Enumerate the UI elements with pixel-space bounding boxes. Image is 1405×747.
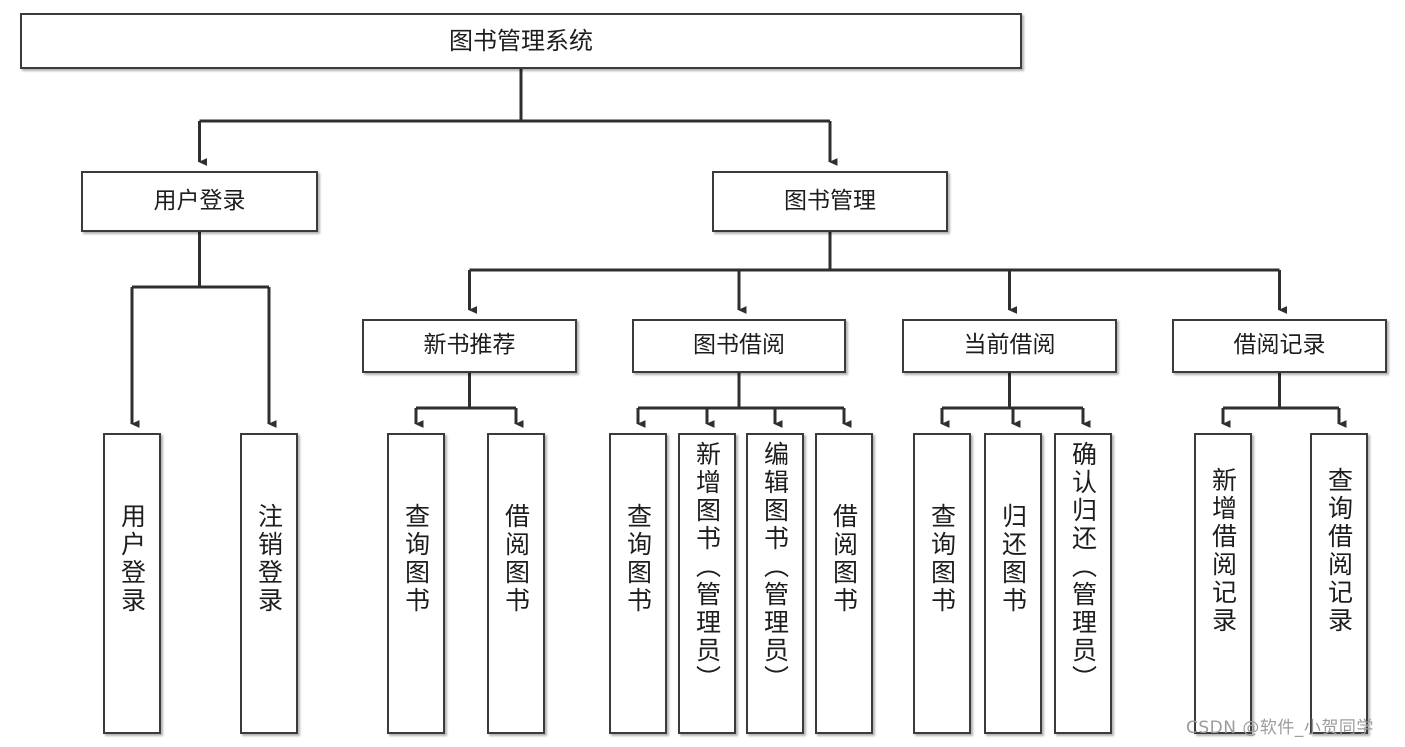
node-leaf-add-record-label: 新增借阅记录	[1208, 467, 1238, 635]
node-user-login-label: 用户登录	[153, 187, 246, 214]
node-leaf-borrow-book-2[interactable]: 借阅图书	[815, 433, 873, 734]
node-leaf-query-record[interactable]: 查询借阅记录	[1310, 433, 1368, 734]
node-current-borrow-label: 当前借阅	[963, 332, 1056, 359]
node-leaf-borrow-book-2-label: 借阅图书	[829, 503, 859, 615]
node-leaf-user-login[interactable]: 用户登录	[103, 433, 161, 734]
node-leaf-edit-book[interactable]: 编辑图书（管理员）	[746, 433, 804, 734]
node-leaf-edit-book-label: 编辑图书（管理员）	[760, 441, 790, 693]
node-leaf-query-book-3[interactable]: 查询图书	[913, 433, 971, 734]
node-leaf-return-book-label: 归还图书	[998, 503, 1028, 615]
node-leaf-add-book-label: 新增图书（管理员）	[692, 441, 722, 693]
node-root-label: 图书管理系统	[449, 26, 593, 55]
node-book-borrow-label: 图书借阅	[693, 332, 785, 359]
node-leaf-query-book-1-label: 查询图书	[401, 503, 431, 615]
node-leaf-query-book-2-label: 查询图书	[623, 503, 653, 615]
watermark-text: CSDN @软件_小贺同学	[1186, 718, 1374, 738]
node-leaf-query-record-label: 查询借阅记录	[1324, 467, 1354, 635]
node-leaf-add-book[interactable]: 新增图书（管理员）	[678, 433, 736, 734]
node-leaf-logout-login-label: 注销登录	[254, 503, 284, 615]
node-book-management-label: 图书管理	[784, 187, 876, 214]
node-borrow-records[interactable]: 借阅记录	[1172, 319, 1387, 373]
node-leaf-query-book-1[interactable]: 查询图书	[387, 433, 445, 734]
node-leaf-confirm-return-label: 确认归还（管理员）	[1068, 441, 1098, 693]
node-borrow-records-label: 借阅记录	[1233, 332, 1326, 359]
node-leaf-borrow-book-1-label: 借阅图书	[501, 503, 531, 615]
node-leaf-add-record[interactable]: 新增借阅记录	[1194, 433, 1252, 734]
node-book-borrow[interactable]: 图书借阅	[632, 319, 846, 373]
node-leaf-logout-login[interactable]: 注销登录	[240, 433, 298, 734]
node-leaf-return-book[interactable]: 归还图书	[984, 433, 1042, 734]
node-root[interactable]: 图书管理系统	[20, 13, 1022, 69]
node-user-login[interactable]: 用户登录	[81, 171, 318, 232]
node-new-book-recommend[interactable]: 新书推荐	[362, 319, 577, 373]
node-leaf-borrow-book-1[interactable]: 借阅图书	[487, 433, 545, 734]
node-current-borrow[interactable]: 当前借阅	[902, 319, 1117, 373]
node-leaf-user-login-label: 用户登录	[117, 503, 147, 615]
node-leaf-query-book-3-label: 查询图书	[927, 503, 957, 615]
node-new-book-recommend-label: 新书推荐	[423, 332, 516, 359]
node-book-management[interactable]: 图书管理	[712, 171, 948, 232]
node-leaf-confirm-return[interactable]: 确认归还（管理员）	[1054, 433, 1112, 734]
node-leaf-query-book-2[interactable]: 查询图书	[609, 433, 667, 734]
